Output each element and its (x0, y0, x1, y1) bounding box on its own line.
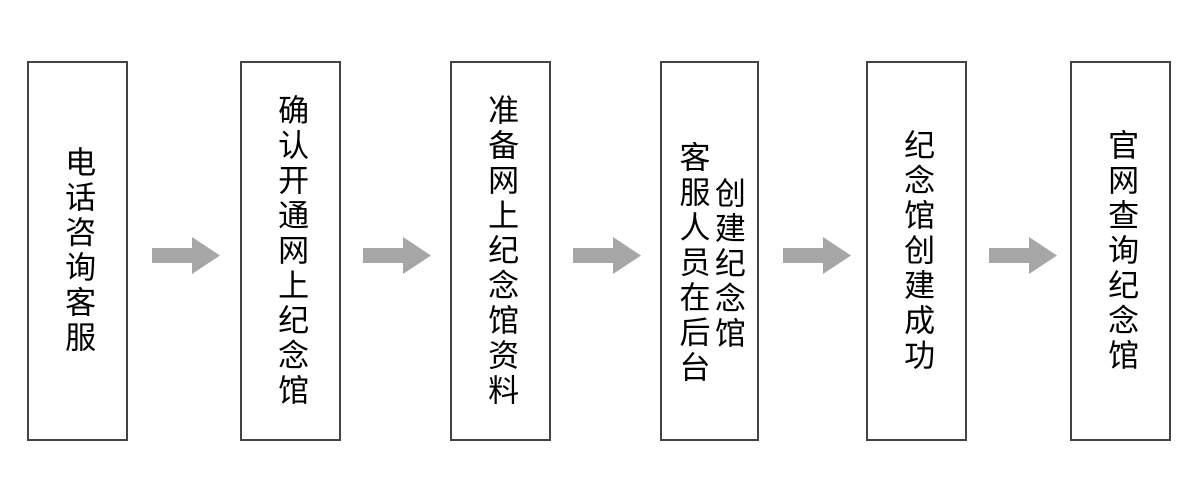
flow-node-4-label-column-1: 客服人员在后台 (674, 141, 710, 386)
flow-arrow-5 (989, 237, 1057, 274)
flow-arrow-3 (573, 237, 641, 274)
flow-node-1[interactable]: 电话咨询客服 (27, 61, 128, 441)
flow-node-6-label: 官网查询纪念馆 (1103, 128, 1139, 374)
arrow-right-icon (363, 237, 431, 274)
flow-node-5[interactable]: 纪念馆创建成功 (866, 61, 967, 441)
flow-node-1-label: 电话咨询客服 (60, 146, 96, 356)
flow-arrow-4 (783, 237, 851, 274)
flow-node-2[interactable]: 确认开通网上纪念馆 (240, 61, 341, 441)
flow-arrow-1 (152, 237, 220, 274)
flow-node-3[interactable]: 准备网上纪念馆资料 (450, 61, 551, 441)
flow-node-3-label: 准备网上纪念馆资料 (483, 93, 519, 409)
flow-node-5-label: 纪念馆创建成功 (899, 128, 935, 374)
flow-arrow-2 (363, 237, 431, 274)
arrow-right-icon (152, 237, 220, 274)
flow-node-4[interactable]: 创建纪念馆 客服人员在后台 (660, 61, 759, 441)
flow-node-2-label: 确认开通网上纪念馆 (273, 93, 309, 409)
flow-node-6[interactable]: 官网查询纪念馆 (1070, 61, 1171, 441)
arrow-right-icon (989, 237, 1057, 274)
flow-node-4-label-column-2: 创建纪念馆 (709, 177, 745, 352)
arrow-right-icon (783, 237, 851, 274)
arrow-right-icon (573, 237, 641, 274)
